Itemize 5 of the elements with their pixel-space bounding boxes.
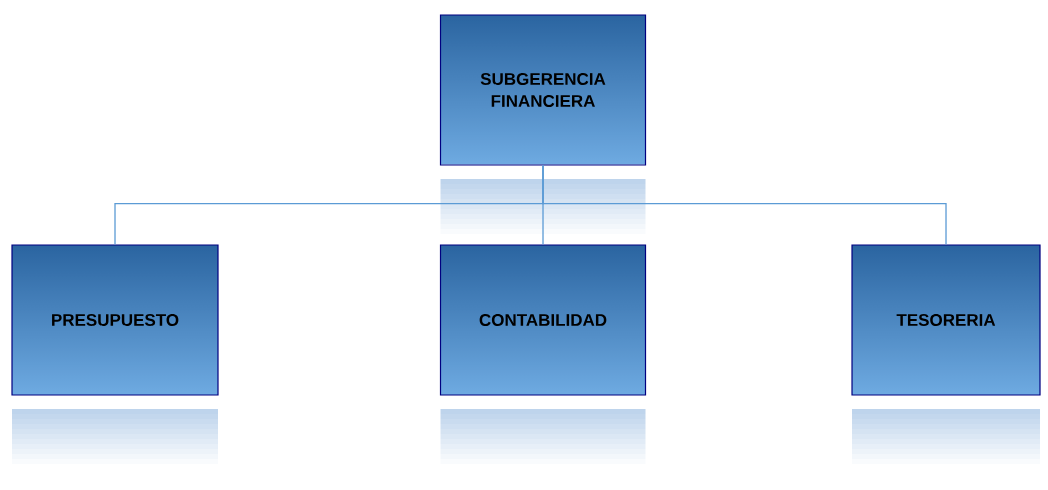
connector-line [542, 164, 947, 246]
org-box: SUBGERENCIA FINANCIERA [439, 14, 647, 166]
org-box: CONTABILIDAD [439, 244, 647, 396]
org-box: TESORERIA [851, 244, 1041, 396]
org-box: PRESUPUESTO [11, 244, 219, 396]
